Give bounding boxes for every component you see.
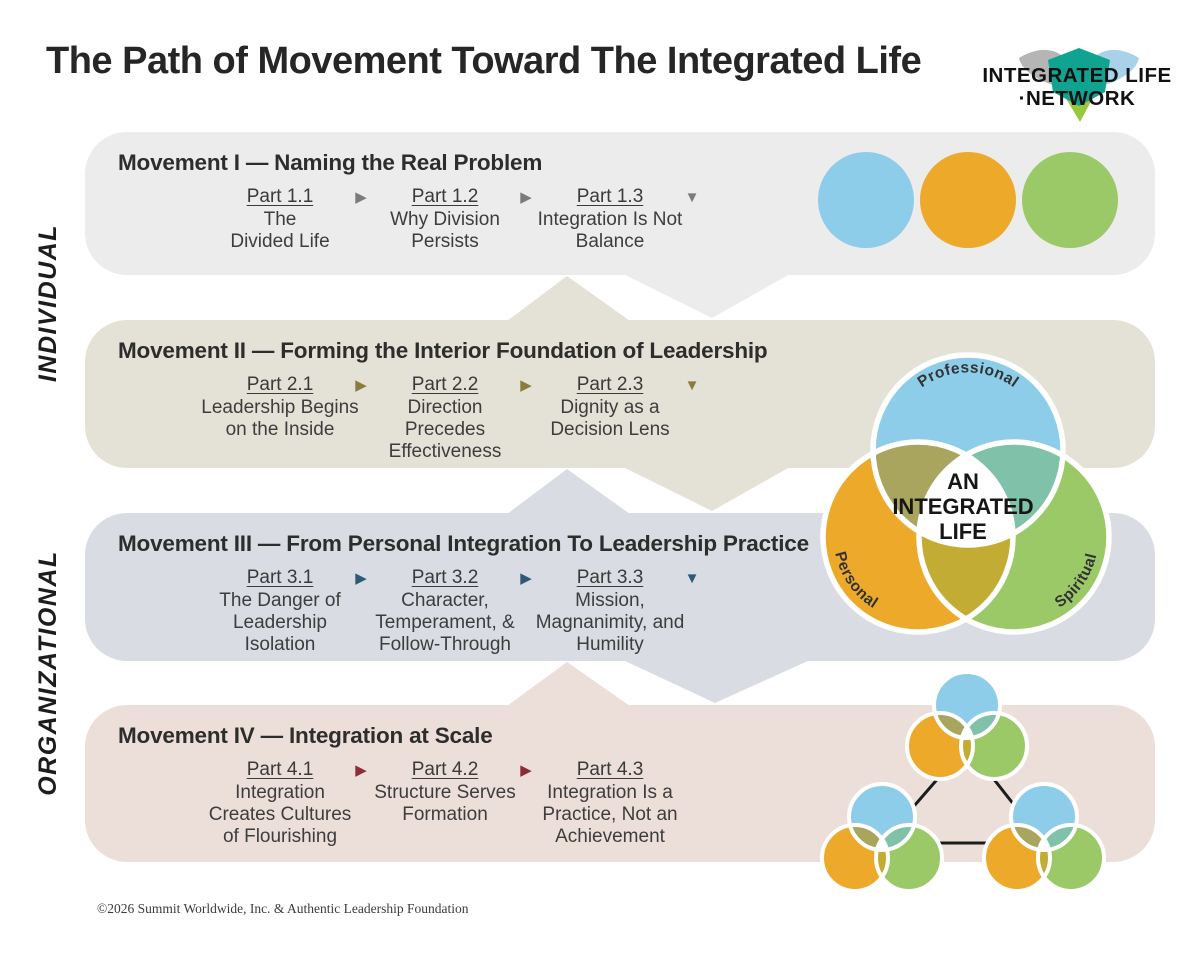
svg-text:LIFE: LIFE [939,519,987,544]
part-label: Part 2.2 [411,374,479,395]
part-title-line: Balance [575,231,645,252]
flow-right-arrow-icon: ▶ [355,377,367,394]
flow-right-arrow-icon: ▶ [520,762,532,779]
separate-circle-personal [920,152,1016,248]
movement-2-heading: Movement II — Forming the Interior Found… [118,338,768,363]
chevron-up-2 [507,469,630,514]
part-title-line: Effectiveness [388,441,502,462]
venn-diagram: Professional Personal Spiritual AN INTEG… [820,352,1112,635]
part-label: Part 3.3 [576,567,644,588]
part-title-line: The [263,209,297,230]
part-label: Part 2.3 [576,374,644,395]
part-title-line: Integration Is Not [537,209,683,230]
flow-down-arrow-icon: ▼ [684,570,700,587]
movement-3-heading: Movement III — From Personal Integration… [118,531,809,556]
part-title-line: Precedes [404,419,486,440]
part-title-line: The Danger of [219,590,341,611]
flow-right-arrow-icon: ▶ [520,377,532,394]
separate-circles [818,152,1118,248]
svg-text:INTEGRATED: INTEGRATED [892,494,1033,519]
flow-right-arrow-icon: ▶ [355,570,367,587]
flow-right-arrow-icon: ▶ [355,762,367,779]
logo: INTEGRATED LIFE ·NETWORK [982,48,1171,122]
part-title-line: Practice, Not an [542,804,678,825]
part-title-line: Structure Serves [374,782,516,803]
part-label: Part 1.2 [411,186,479,207]
side-label-organizational: ORGANIZATIONAL [33,550,62,796]
part-label: Part 4.1 [246,759,314,780]
part-title-line: Integration [235,782,325,803]
part-label: Part 1.1 [246,186,314,207]
part-label: Part 1.3 [576,186,644,207]
chevron-down-1 [623,274,790,318]
part-title-line: of Flourishing [222,826,338,847]
part-title-line: Divided Life [230,231,330,252]
chevron-down-3 [623,660,810,703]
separate-circle-spiritual [1022,152,1118,248]
flow-right-arrow-icon: ▶ [355,189,367,206]
movement-1-heading: Movement I — Naming the Real Problem [118,150,543,175]
movement-2-band: Movement II — Forming the Interior Found… [85,320,1155,468]
logo-text-line1: INTEGRATED LIFE [982,64,1171,87]
part-title-line: Magnanimity, and [535,612,685,633]
part-title-line: Character, [401,590,489,611]
movement-4-heading: Movement IV — Integration at Scale [118,723,493,748]
part-title-line: Integration Is a [547,782,673,803]
separate-circle-professional [818,152,914,248]
chevron-up-3 [507,662,630,706]
part-title-line: Persists [411,231,479,252]
part-label: Part 3.2 [411,567,479,588]
part-label: Part 2.1 [246,374,314,395]
connector-lines [878,742,1048,845]
part-title-line: Decision Lens [550,419,670,440]
flow-right-arrow-icon: ▶ [520,189,532,206]
svg-text:AN: AN [947,469,979,494]
chevron-up-1 [507,276,630,321]
part-label: Part 4.2 [411,759,479,780]
copyright-text: ©2026 Summit Worldwide, Inc. & Authentic… [97,901,469,916]
part-title-line: Formation [402,804,488,825]
venn-center-text: AN INTEGRATED LIFE [892,469,1033,544]
part-title-line: Leadership Begins [201,397,359,418]
part-title-line: Leadership [232,612,328,633]
part-title-line: Achievement [555,826,665,847]
flow-right-arrow-icon: ▶ [520,570,532,587]
part-title-line: Direction [407,397,483,418]
side-label-individual: INDIVIDUAL [33,223,62,383]
logo-petal-teal [1048,48,1110,106]
part-title-line: Dignity as a [560,397,660,418]
part-title-line: on the Inside [225,419,335,440]
flow-down-arrow-icon: ▼ [684,189,700,206]
part-title-line: Why Division [390,209,500,230]
part-label: Part 4.3 [576,759,644,780]
part-title-line: Creates Cultures [208,804,352,825]
part-label: Part 3.1 [246,567,314,588]
part-title-line: Humility [576,634,644,655]
movement-1-band: Movement I — Naming the Real Problem Par… [85,132,1155,275]
flow-down-arrow-icon: ▼ [684,377,700,394]
part-title-line: Isolation [244,634,316,655]
part-title-line: Temperament, & [375,612,515,633]
movement-3-band: Movement III — From Personal Integration… [85,513,1155,661]
part-title-line: Follow-Through [379,634,511,655]
page-title: The Path of Movement Toward The Integrat… [46,40,922,82]
chevron-down-2 [623,467,790,511]
part-title-line: Mission, [575,590,645,611]
movement-4-band: Movement IV — Integration at Scale Part … [85,705,1155,862]
logo-text-line2: ·NETWORK [1019,87,1136,110]
